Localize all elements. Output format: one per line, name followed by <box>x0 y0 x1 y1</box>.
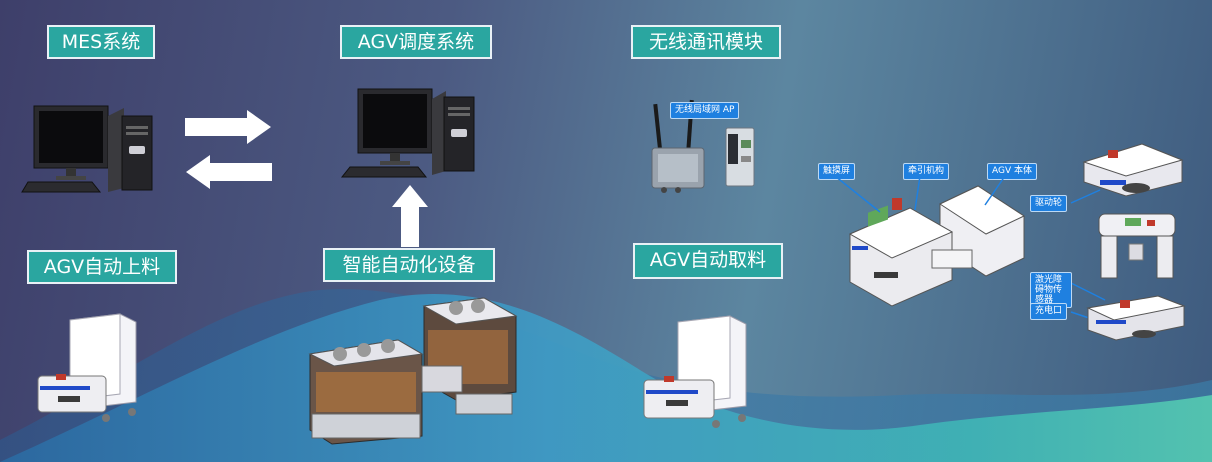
callout-drive-wheel: 驱动轮 <box>1030 195 1068 212</box>
callout-agv-body: AGV 本体 <box>987 163 1037 180</box>
wireless-ap-device-icon <box>651 99 755 193</box>
agv-structure-diagram-icon <box>848 185 1026 307</box>
mes-system-label: MES系统 <box>47 25 155 59</box>
agv-loading-icon <box>37 313 137 422</box>
arrow-left-icon <box>186 155 272 189</box>
smart-equipment-label: 智能自动化设备 <box>323 248 495 282</box>
agv-dispatch-label: AGV调度系统 <box>340 25 492 59</box>
callout-traction: 牵引机构 <box>903 163 950 180</box>
agv-unloading-icon <box>643 315 747 428</box>
wireless-module-label: 无线通讯模块 <box>631 25 781 59</box>
agv-dispatch-computer-icon <box>340 88 475 178</box>
agv-auto-load-label: AGV自动上料 <box>27 250 177 284</box>
callout-charging-port: 充电口 <box>1030 303 1068 320</box>
smart-equipment-machine-icon <box>308 297 518 445</box>
mes-computer-icon <box>21 105 153 193</box>
arrow-right-icon <box>185 110 271 144</box>
agv-auto-unload-label: AGV自动取料 <box>633 243 783 279</box>
callout-wlan-ap: 无线局域网 AP <box>670 102 740 119</box>
callout-touch-screen: 触摸屏 <box>818 163 856 180</box>
agv-side-view-icon <box>1086 295 1186 341</box>
agv-front-view-icon <box>1098 213 1176 279</box>
agv-top-view-icon <box>1082 143 1184 197</box>
arrow-up-icon <box>392 185 428 247</box>
